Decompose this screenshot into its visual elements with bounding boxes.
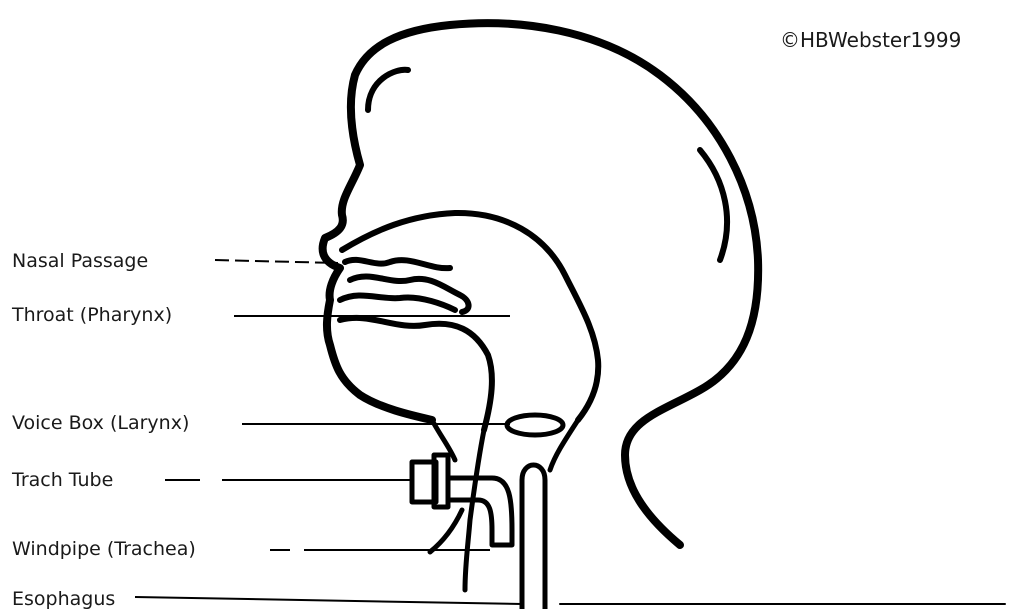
- label-voice-box: Voice Box (Larynx): [12, 414, 189, 433]
- copyright-text: ©HBWebster1999: [780, 28, 961, 52]
- ear-outline: [700, 150, 727, 260]
- trachea-front-wall: [465, 430, 484, 590]
- nasal-wave-1: [345, 260, 450, 268]
- hair-outline: [368, 70, 408, 110]
- label-windpipe: Windpipe (Trachea): [12, 540, 196, 559]
- trach-tube-collar: [434, 455, 448, 507]
- label-trach-tube: Trach Tube: [12, 471, 113, 490]
- label-esophagus: Esophagus: [12, 590, 115, 609]
- nasal-wave-3: [340, 295, 455, 310]
- label-throat: Throat (Pharynx): [12, 306, 172, 325]
- leader-nasal-passage: [215, 260, 338, 263]
- esophagus-tube: [522, 465, 545, 609]
- larynx-shape: [507, 415, 563, 435]
- neck-lower: [430, 510, 462, 552]
- label-nasal-passage: Nasal Passage: [12, 252, 148, 271]
- leader-esophagus: [135, 597, 522, 604]
